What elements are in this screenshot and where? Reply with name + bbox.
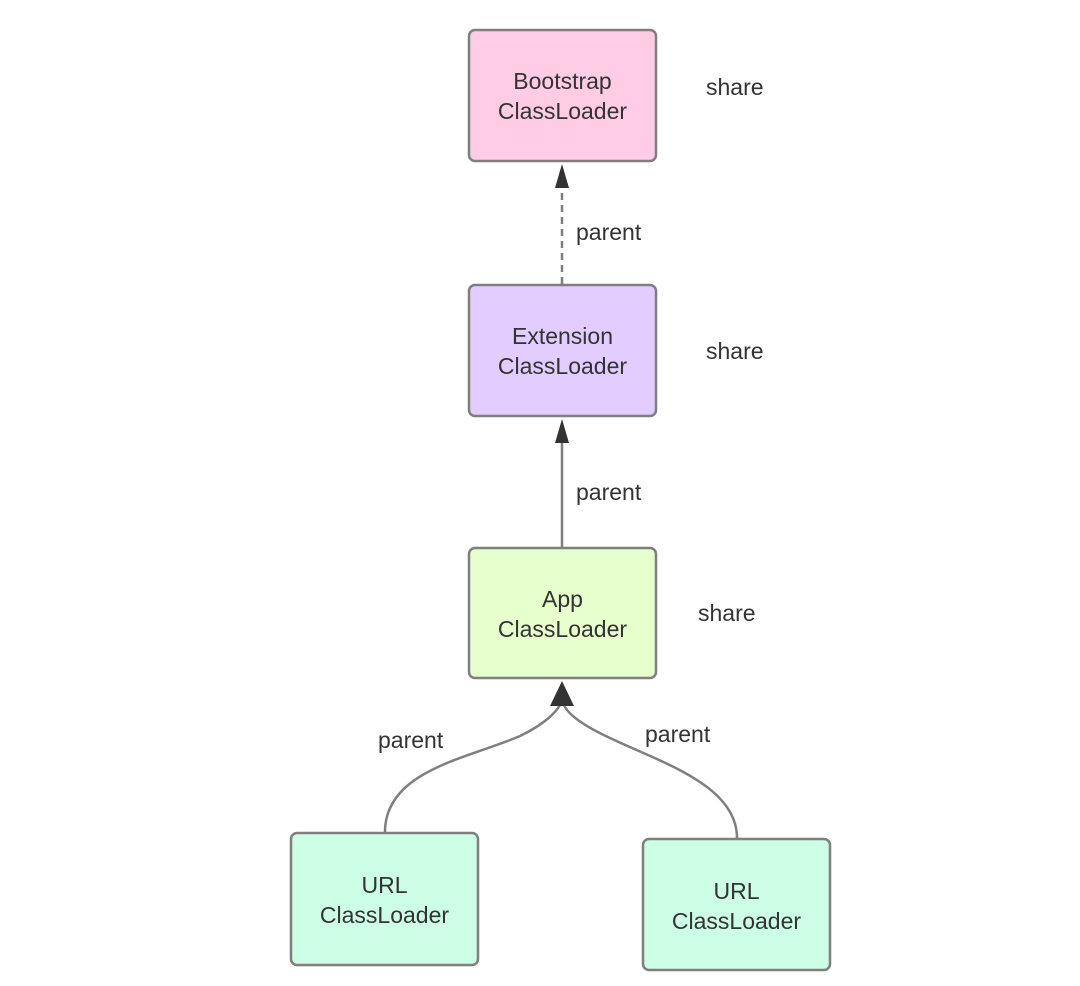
node-box xyxy=(467,28,658,163)
node-label-line2: ClassLoader xyxy=(320,902,449,928)
node-label-line1: URL xyxy=(713,878,759,904)
node-box xyxy=(467,546,658,680)
node-label-line1: Extension xyxy=(512,323,613,349)
node-box xyxy=(467,283,658,418)
edge-label-parent: parent xyxy=(645,721,711,747)
node-url-classloader-left[interactable]: URL ClassLoader xyxy=(289,831,480,967)
node-box xyxy=(289,831,480,967)
node-label-line2: ClassLoader xyxy=(498,616,627,642)
arrow-head-icon xyxy=(555,164,569,188)
node-extension-classloader[interactable]: Extension ClassLoader xyxy=(467,283,658,418)
node-box xyxy=(641,837,832,972)
node-bootstrap-classloader[interactable]: Bootstrap ClassLoader xyxy=(467,28,658,163)
edge-url-right-to-app: parent xyxy=(562,704,739,839)
share-label-bootstrap: share xyxy=(706,74,764,100)
edge-label-parent: parent xyxy=(378,727,444,753)
node-app-classloader[interactable]: App ClassLoader xyxy=(467,546,658,680)
share-label-extension: share xyxy=(706,338,764,364)
node-label-line1: Bootstrap xyxy=(513,68,611,94)
arrow-head-icon xyxy=(555,419,569,443)
arrow-head-icon xyxy=(550,681,574,706)
node-url-classloader-right[interactable]: URL ClassLoader xyxy=(641,837,832,972)
node-label-line2: ClassLoader xyxy=(672,908,801,934)
edge-url-left-to-app: parent xyxy=(378,704,562,833)
edge-extension-to-bootstrap: parent xyxy=(555,164,642,284)
edge-label-parent: parent xyxy=(576,479,642,505)
share-label-app: share xyxy=(698,600,756,626)
node-label-line1: URL xyxy=(361,872,407,898)
edge-label-parent: parent xyxy=(576,219,642,245)
node-label-line2: ClassLoader xyxy=(498,353,627,379)
node-label-line2: ClassLoader xyxy=(498,98,627,124)
edge-app-to-extension: parent xyxy=(555,419,642,547)
node-label-line1: App xyxy=(542,586,583,612)
